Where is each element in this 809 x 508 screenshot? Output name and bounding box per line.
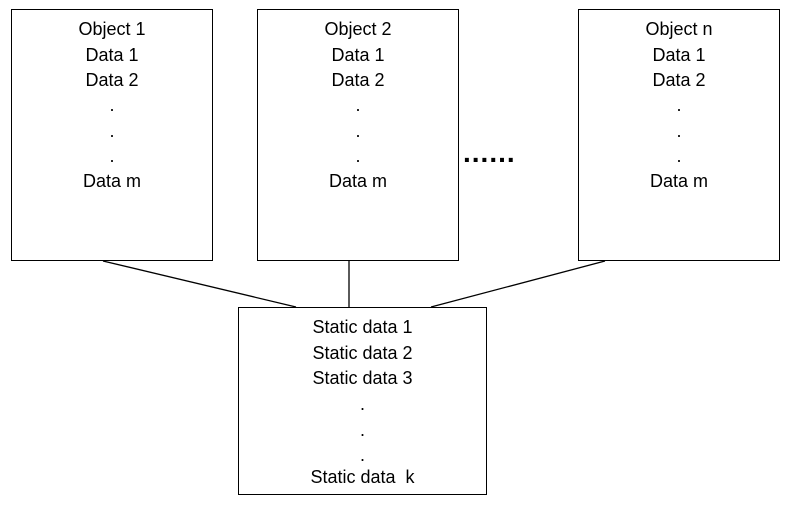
static-data-row: Static data 2 bbox=[312, 343, 413, 363]
object-box-1: Object 1 Data 1 Data 2 . . . Data m bbox=[11, 9, 213, 261]
more-objects-ellipsis: ...... bbox=[463, 137, 516, 168]
ellipsis-dot: . bbox=[676, 121, 682, 141]
data-row: Data 1 bbox=[652, 45, 706, 65]
object-title: Object 2 bbox=[324, 19, 392, 39]
ellipsis-dot: . bbox=[355, 146, 361, 166]
ellipsis-dot: . bbox=[355, 121, 361, 141]
connector-object-1 bbox=[102, 260, 297, 308]
ellipsis-dot: . bbox=[355, 95, 361, 115]
static-data-row: Static data 1 bbox=[312, 317, 413, 337]
data-row: Data 2 bbox=[652, 70, 706, 90]
data-row-last: Data m bbox=[328, 171, 388, 191]
data-row-last: Data m bbox=[649, 171, 709, 191]
ellipsis-dot: . bbox=[676, 146, 682, 166]
static-data-row-last: Static data k bbox=[310, 467, 415, 487]
object-title: Object n bbox=[645, 19, 713, 39]
object-box-2: Object 2 Data 1 Data 2 . . . Data m bbox=[257, 9, 459, 261]
data-row: Data 2 bbox=[85, 70, 139, 90]
object-title: Object 1 bbox=[78, 19, 146, 39]
ellipsis-dot: . bbox=[359, 420, 365, 440]
ellipsis-dot: . bbox=[109, 146, 115, 166]
ellipsis-dot: . bbox=[359, 445, 365, 465]
static-data-row: Static data 3 bbox=[312, 368, 413, 388]
data-row: Data 1 bbox=[331, 45, 385, 65]
data-row: Data 1 bbox=[85, 45, 139, 65]
data-row-last: Data m bbox=[82, 171, 142, 191]
data-row: Data 2 bbox=[331, 70, 385, 90]
ellipsis-dot: . bbox=[109, 121, 115, 141]
ellipsis-dot: . bbox=[359, 394, 365, 414]
ellipsis-dot: . bbox=[109, 95, 115, 115]
ellipsis-dot: . bbox=[676, 95, 682, 115]
object-box-n: Object n Data 1 Data 2 . . . Data m bbox=[578, 9, 780, 261]
connector-object-n bbox=[430, 260, 606, 308]
static-data-box: Static data 1 Static data 2 Static data … bbox=[238, 307, 487, 495]
